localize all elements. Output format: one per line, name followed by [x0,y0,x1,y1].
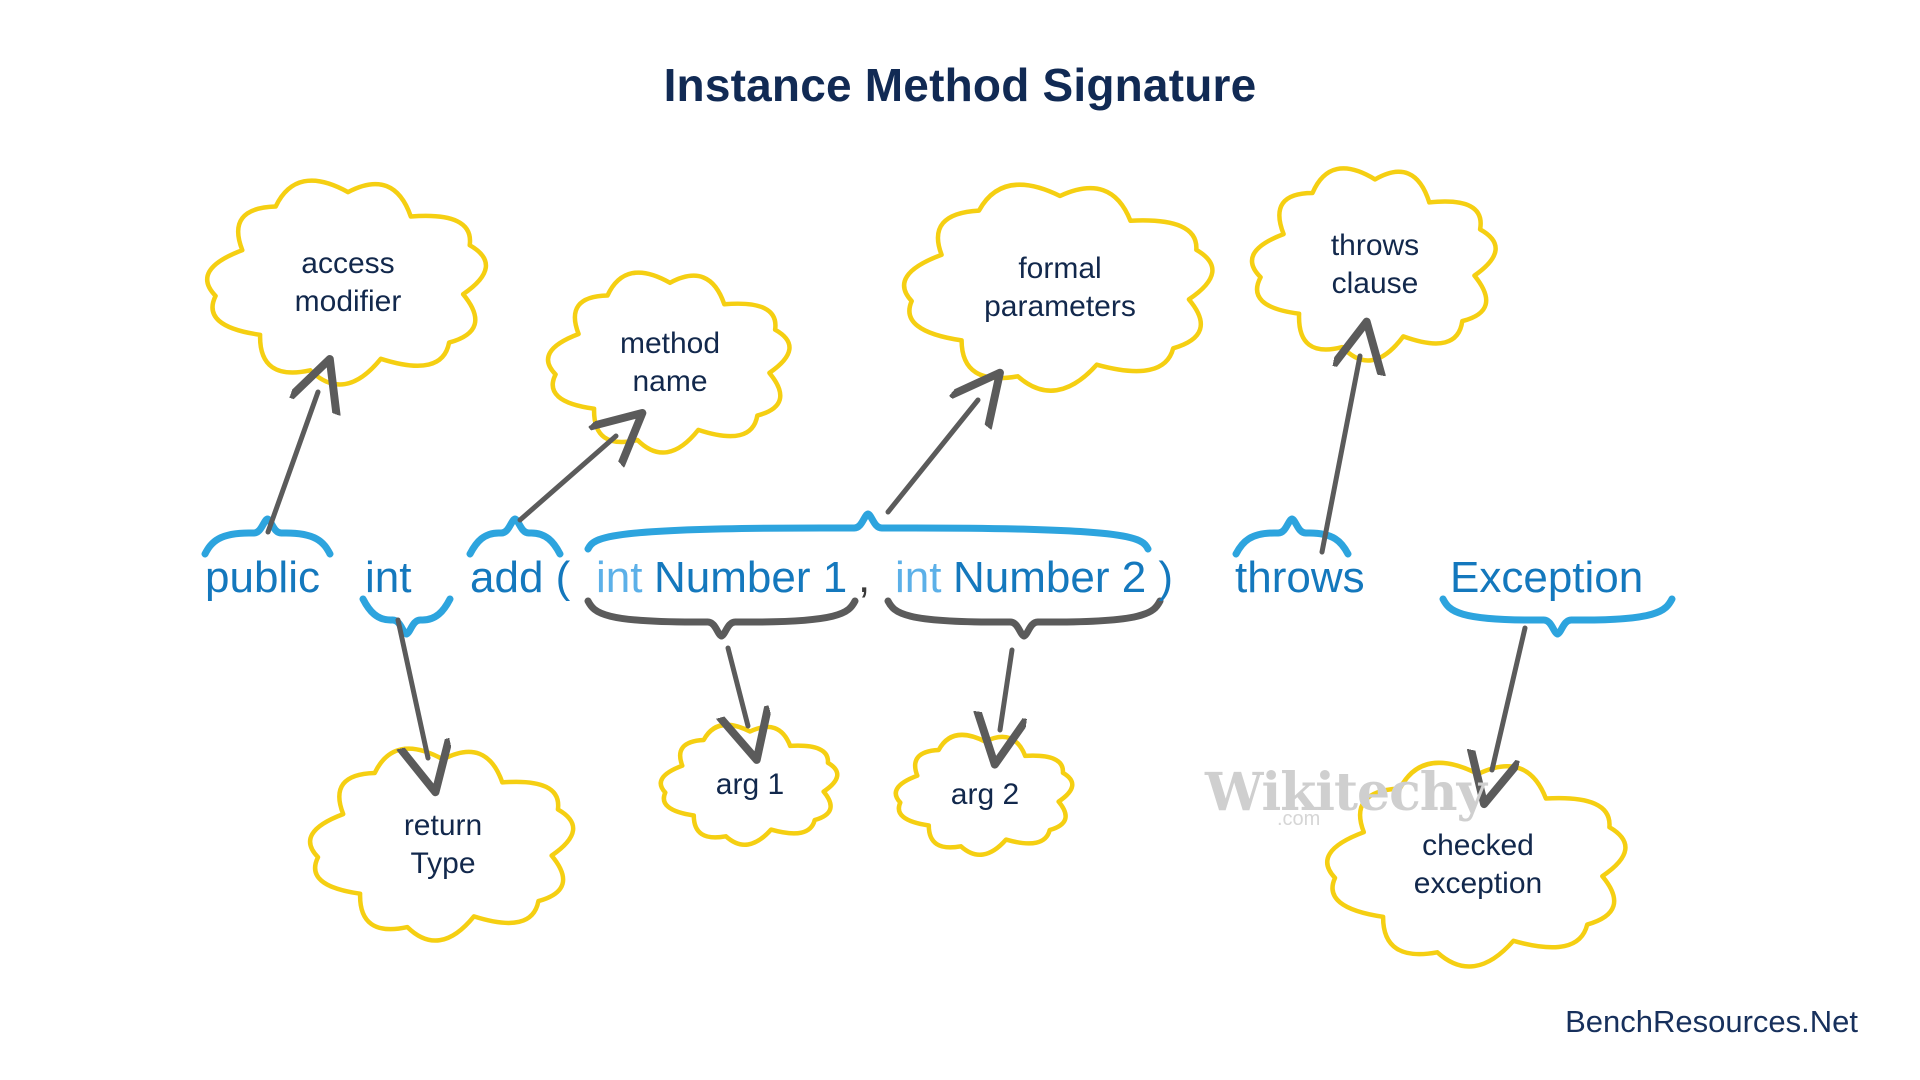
cloud-checked-exception [1325,760,1628,969]
cloud-label-method-name: method name [619,326,721,398]
watermark-brand: Wikitechy [1205,762,1487,823]
arrow-public-to-access-modifier [265,392,318,535]
code-token-int: int [365,553,412,602]
page-title: Instance Method Signature [663,59,1257,111]
cloud-arg-2 [893,732,1075,857]
code-token-int: int [596,553,643,602]
brace-throws [1232,515,1352,558]
cloud-method-name [545,270,792,455]
brace-public [201,515,334,558]
cloud-access-modifier [204,178,489,387]
footer-credit: BenchResources.Net [1565,1004,1858,1039]
cloud-label-formal-parameters: formal parameters [984,251,1136,323]
cloud-arg-1 [658,722,840,847]
code-token-public: public [205,553,320,602]
cloud-label-throws-clause: throws clause [1330,228,1420,300]
cloud-label-arg-1: arg 1 [715,767,785,801]
code-token-number-2: Number 2 ) [953,553,1174,602]
cloud-return-type [307,746,576,943]
brace-arg1 [584,597,859,640]
brace-params [584,510,1152,553]
cloud-label-arg-2: arg 2 [950,777,1020,811]
code-token-throws: throws [1235,553,1365,602]
cloud-label-checked-exception: checked exception [1413,828,1543,900]
brace-arg2 [884,597,1164,640]
arrow-throws-to-throws-clause [1319,356,1360,555]
arrow-int-to-return-type [395,617,428,758]
code-token-: , [858,553,871,602]
arrow-params-to-formal-parameters [885,400,978,515]
code-token-add: add ( [470,553,571,602]
arrow-add-to-method-name [517,436,616,523]
wikitechy-watermark: Wikitechy .com [1205,762,1487,830]
brace-addname [466,515,564,558]
code-token-int: int [895,553,942,602]
arrow-exception-to-checked-exception [1492,625,1528,770]
cloud-label-return-type: return Type [403,808,483,880]
code-token-number-1: Number 1 [654,553,848,602]
code-token-exception: Exception [1450,553,1644,602]
arrow-arg2-brace-to-arg2 [1000,647,1012,730]
cloud-formal-parameters [901,182,1215,393]
arrow-arg1-brace-to-arg1 [728,645,748,726]
watermark-suffix: .com [1277,808,1321,830]
brace-exception [1439,595,1676,638]
cloud-label-access-modifier: access modifier [294,246,402,318]
brace-int [359,595,454,638]
